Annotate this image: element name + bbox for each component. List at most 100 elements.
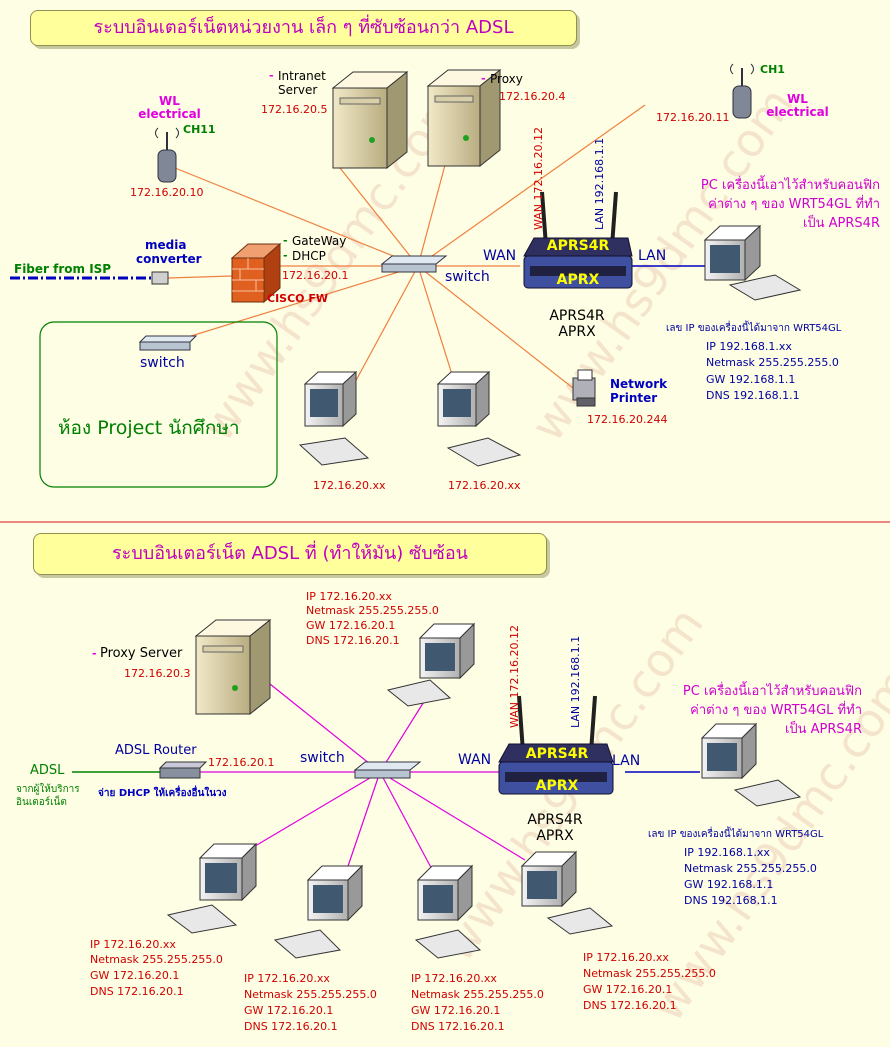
computer-icon	[436, 370, 522, 467]
router-icon	[498, 695, 614, 795]
dhcp-label: DHCP	[292, 249, 326, 263]
wl-left-ip: 172.16.20.10	[130, 186, 204, 199]
firewall-label: CISCO FW	[267, 292, 328, 305]
intranet-dash: -	[269, 69, 274, 82]
dhcp-note: จ่าย DHCP ให้เครื่องอื่นในวง	[98, 788, 227, 799]
client-dns: DNS 172.16.20.1	[411, 1020, 505, 1033]
pc-ip: 172.16.20.xx	[448, 479, 521, 492]
wl-left-channel: CH11	[183, 123, 216, 136]
switch-label: switch	[300, 750, 345, 766]
adsl-label: ADSL	[30, 763, 65, 778]
wan-ip-label: WAN 172.16.20.12	[508, 624, 521, 728]
wan-label: WAN	[483, 248, 517, 264]
wl-left-name: electrical	[138, 107, 201, 121]
router-icon	[523, 191, 633, 289]
wl-right-channel: CH1	[760, 63, 785, 76]
client-mask: Netmask 255.255.255.0	[244, 988, 377, 1001]
router-caption: APRS4R	[527, 812, 583, 828]
antenna-icon	[730, 63, 754, 119]
gw-dash: -	[283, 234, 288, 247]
proxy-name: Proxy Server	[100, 646, 183, 661]
pc-dns: DNS 192.168.1.1	[684, 894, 778, 907]
section-title: ระบบอินเตอร์เน็ตหน่วยงาน เล็ก ๆ ที่ซับซ้…	[30, 10, 577, 46]
client-mask: Netmask 255.255.255.0	[306, 604, 439, 617]
adsl-source: อินเตอร์เน็ต	[16, 797, 67, 808]
computer-icon	[386, 622, 476, 707]
lan-ip-label: LAN 192.168.1.1	[593, 137, 606, 230]
proxy-name: Proxy	[490, 72, 523, 86]
proxy-ip: 172.16.20.3	[124, 667, 191, 680]
pc-mask: Netmask 255.255.255.0	[706, 356, 839, 369]
media-converter-icon	[151, 271, 169, 285]
pc-note: เป็น APRS4R	[802, 216, 880, 231]
intranet-name: Intranet	[278, 69, 326, 83]
client-ip: IP 172.16.20.xx	[90, 938, 176, 951]
switch-icon	[380, 255, 448, 273]
wireless-router: APRS4R APRX	[520, 186, 634, 304]
router-badge: APRS4R	[525, 746, 589, 762]
printer-ip: 172.16.20.244	[587, 413, 668, 426]
pc-ip: IP 192.168.1.xx	[684, 846, 770, 859]
fiber-label: Fiber from ISP	[14, 262, 112, 276]
computer-icon	[273, 864, 364, 959]
adsl-router-ip: 172.16.20.1	[208, 756, 275, 769]
computer-icon	[703, 224, 802, 301]
pc-note: PC เครื่องนี้เอาไว้สำหรับคอนฟิก	[682, 684, 862, 699]
wl-right-name: WL	[787, 92, 808, 106]
server-icon	[194, 618, 272, 716]
wl-right-ip: 172.16.20.11	[656, 111, 730, 124]
client-ip: IP 172.16.20.xx	[583, 951, 669, 964]
pc-ip-note: เลข IP ของเครื่องนี้ได้มาจาก WRT54GL	[648, 829, 824, 840]
client-gw: GW 172.16.20.1	[583, 983, 673, 996]
client-dns: DNS 172.16.20.1	[306, 634, 400, 647]
adsl-router-icon	[158, 761, 208, 779]
lan-label: LAN	[638, 248, 667, 264]
media-converter-label: media	[145, 238, 187, 252]
proxy-dash: -	[481, 72, 486, 85]
gateway-label: GateWay	[292, 234, 347, 248]
pc-note: เป็น APRS4R	[784, 722, 862, 737]
lan-ip-label: LAN 192.168.1.1	[569, 635, 582, 728]
computer-icon	[414, 864, 482, 959]
server-icon	[426, 68, 502, 168]
pc-note: PC เครื่องนี้เอาไว้สำหรับคอนฟิก	[700, 178, 880, 193]
pc-gw: GW 192.168.1.1	[684, 878, 774, 891]
computer-icon	[298, 370, 370, 466]
lan-label: LAN	[612, 753, 641, 769]
client-ip: IP 172.16.20.xx	[244, 972, 330, 985]
router-caption: APRS4R	[549, 308, 605, 324]
pc-ip: IP 192.168.1.xx	[706, 340, 792, 353]
router-caption: APRX	[558, 324, 596, 340]
adsl-router-label: ADSL Router	[115, 743, 197, 758]
wan-label: WAN	[458, 752, 492, 768]
server-icon	[331, 70, 409, 170]
room-switch-label: switch	[140, 355, 185, 371]
room-label: ห้อง Project นักศึกษา	[58, 417, 240, 439]
client-gw: GW 172.16.20.1	[411, 1004, 501, 1017]
wireless-router: APRS4R APRX	[495, 690, 615, 808]
pc-dns: DNS 192.168.1.1	[706, 389, 800, 402]
client-mask: Netmask 255.255.255.0	[583, 967, 716, 980]
switch-label: switch	[445, 269, 490, 285]
printer-label: Printer	[610, 391, 658, 405]
client-ip: IP 172.16.20.xx	[306, 590, 392, 603]
computer-icon	[520, 850, 614, 935]
proxy-ip: 172.16.20.4	[499, 90, 566, 103]
printer-label: Network	[610, 377, 668, 391]
intranet-ip: 172.16.20.5	[261, 103, 328, 116]
router-caption: APRX	[536, 828, 574, 844]
switch-icon	[353, 761, 422, 779]
client-dns: DNS 172.16.20.1	[90, 985, 184, 998]
printer-icon	[572, 369, 596, 407]
pc-ip-note: เลข IP ของเครื่องนี้ได้มาจาก WRT54GL	[666, 323, 842, 334]
computer-icon	[166, 842, 258, 934]
client-dns: DNS 172.16.20.1	[583, 999, 677, 1012]
adsl-source: จากผู้ให้บริการ	[16, 784, 80, 795]
client-ip: IP 172.16.20.xx	[411, 972, 497, 985]
firewall-ip: 172.16.20.1	[282, 269, 349, 282]
wl-right-name: electrical	[766, 105, 829, 119]
client-gw: GW 172.16.20.1	[90, 969, 180, 982]
